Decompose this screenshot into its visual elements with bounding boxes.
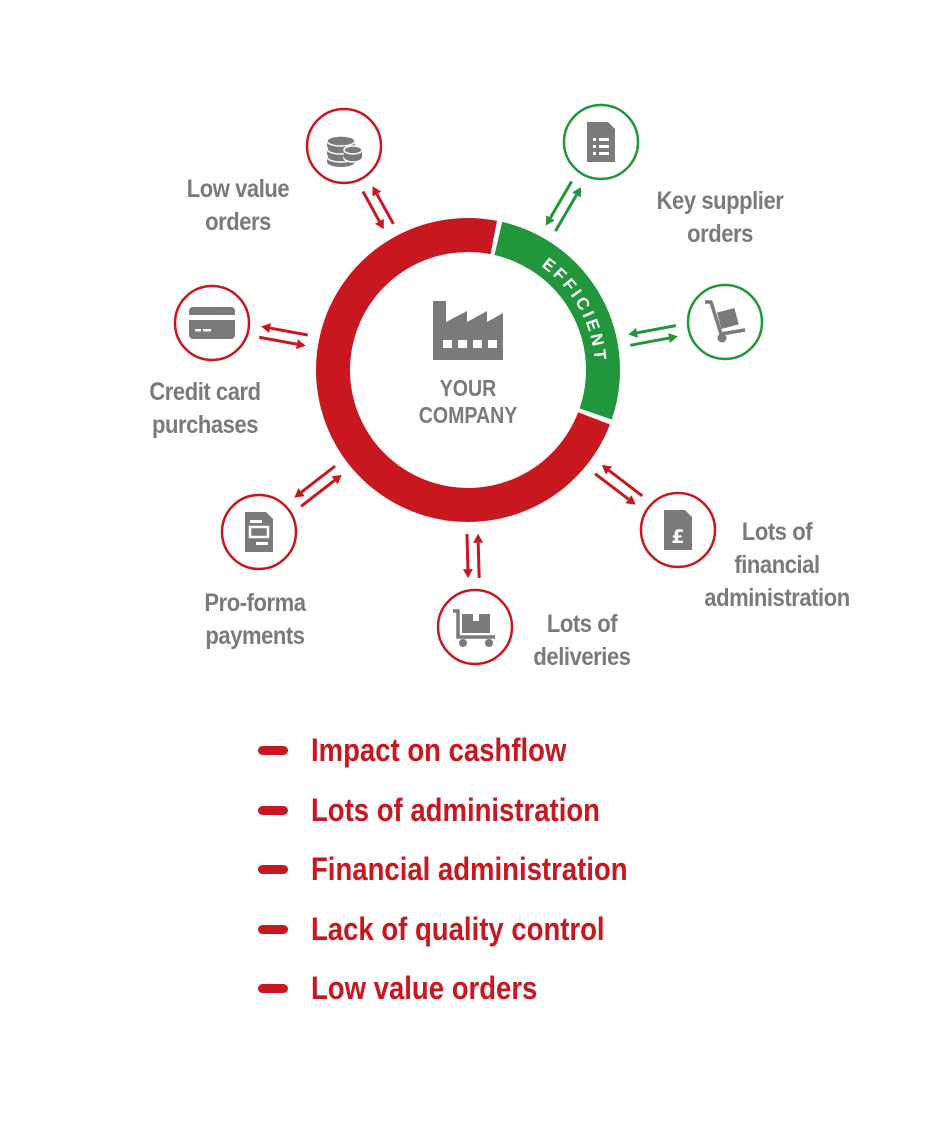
invoice-icon bbox=[245, 512, 273, 552]
issues-list: Impact on cashflow Lots of administratio… bbox=[258, 728, 679, 1026]
node-deliveries-efficient bbox=[628, 283, 764, 361]
issue-item: Impact on cashflow bbox=[258, 728, 679, 788]
node-lots-of-financial-administration: £ bbox=[594, 465, 717, 569]
center-label-line2: COMPANY bbox=[418, 402, 518, 428]
bidirectional-arrow bbox=[628, 324, 678, 347]
label-pro-forma-payments: Pro-forma payments bbox=[204, 589, 306, 650]
issue-item: Financial administration bbox=[258, 847, 679, 907]
issue-item: Low value orders bbox=[258, 966, 679, 1026]
issue-item: Lots of administration bbox=[258, 788, 679, 848]
document-list-icon bbox=[587, 122, 615, 162]
pound-invoice-icon: £ bbox=[664, 510, 692, 550]
node-low-value-orders bbox=[305, 107, 395, 230]
factory-icon bbox=[433, 301, 503, 360]
label-lots-of-deliveries: Lots of deliveries bbox=[533, 610, 631, 671]
node-lots-of-deliveries bbox=[436, 533, 514, 666]
coins-icon bbox=[326, 135, 363, 167]
label-credit-card-purchases: Credit card purchases bbox=[149, 378, 261, 439]
center-label: YOUR COMPANY bbox=[400, 375, 536, 429]
label-key-supplier-orders: Key supplier orders bbox=[656, 187, 784, 248]
bidirectional-arrow bbox=[258, 323, 308, 350]
dash-marker bbox=[258, 924, 288, 934]
center-label-line1: YOUR bbox=[439, 375, 497, 401]
dash-marker bbox=[258, 984, 288, 993]
dash-marker bbox=[258, 865, 288, 874]
bidirectional-arrow bbox=[294, 464, 342, 508]
node-key-supplier-orders bbox=[545, 103, 640, 232]
label-low-value-orders: Low value orders bbox=[186, 175, 290, 236]
label-lots-of-financial-administration: Lots of financial administration bbox=[704, 518, 850, 612]
dash-marker bbox=[258, 805, 288, 815]
svg-text:£: £ bbox=[671, 526, 684, 548]
ring-efficient-segment bbox=[494, 221, 620, 420]
credit-card-icon bbox=[189, 307, 235, 339]
bidirectional-arrow bbox=[361, 186, 395, 230]
issue-item: Lack of quality control bbox=[258, 907, 679, 967]
node-credit-card-purchases bbox=[173, 284, 308, 362]
bidirectional-arrow bbox=[594, 465, 644, 505]
hand-truck-icon bbox=[705, 300, 746, 343]
node-pro-forma-payments bbox=[220, 464, 342, 571]
dash-marker bbox=[258, 746, 288, 755]
trolley-icon bbox=[453, 609, 495, 647]
ring-not-efficient-segment bbox=[316, 218, 610, 522]
bidirectional-arrow bbox=[545, 180, 582, 232]
bidirectional-arrow bbox=[462, 533, 484, 579]
